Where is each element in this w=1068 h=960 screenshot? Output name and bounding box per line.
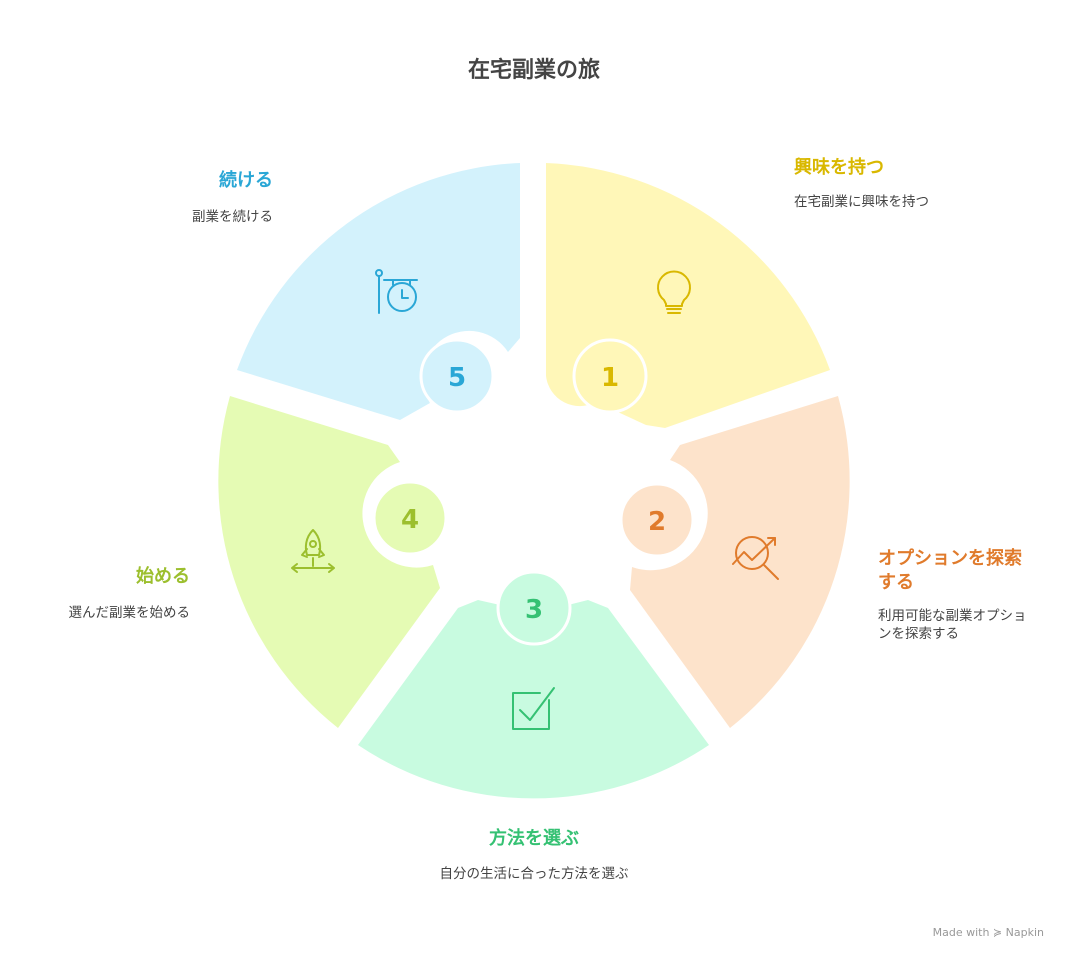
step-5-heading: 続ける <box>219 170 273 191</box>
rocket-icon <box>291 529 335 573</box>
segment-3: 3 <box>358 570 709 799</box>
napkin-watermark[interactable]: Made with ≽ Napkin <box>932 926 1044 939</box>
checkbox-icon <box>512 687 555 730</box>
step-4-heading: 始める <box>136 566 190 587</box>
step-1-heading: 興味を持つ <box>794 157 884 178</box>
page-title: 在宅副業の旅 <box>467 58 600 83</box>
segment-5-number-bg <box>419 338 495 414</box>
segment-4-number: 4 <box>401 505 419 535</box>
step-3-description: 自分の生活に合った方法を選ぶ <box>439 866 629 882</box>
lightbulb-icon <box>657 270 691 314</box>
step-1-description: 在宅副業に興味を持つ <box>794 194 929 210</box>
clock-sign-icon <box>375 269 418 314</box>
magnifier-chart-icon <box>732 536 779 580</box>
step-2-description: 利用可能な副業オプションを探索する <box>878 608 1027 642</box>
segment-3-number: 3 <box>525 595 543 625</box>
segment-2: 2 <box>619 396 850 728</box>
step-4-description: 選んだ副業を始める <box>68 605 191 621</box>
segment-4-shape <box>218 396 440 728</box>
step-5-description: 副業を続ける <box>192 209 273 225</box>
segment-4-number-bg <box>372 480 448 556</box>
segment-5-number: 5 <box>448 363 466 393</box>
segment-3-shape <box>358 600 709 799</box>
segment-1: 1 <box>546 163 830 428</box>
step-2-heading: オプションを探索する <box>878 548 1022 593</box>
segment-3-number-bg <box>496 570 572 646</box>
segment-4: 4 <box>218 396 448 728</box>
segment-5: 5 <box>237 163 520 420</box>
segment-1-number: 1 <box>601 363 619 393</box>
segment-2-number: 2 <box>648 507 666 537</box>
step-3-heading: 方法を選ぶ <box>489 828 579 849</box>
segment-1-number-bg <box>572 338 648 414</box>
segment-2-number-bg <box>619 482 695 558</box>
